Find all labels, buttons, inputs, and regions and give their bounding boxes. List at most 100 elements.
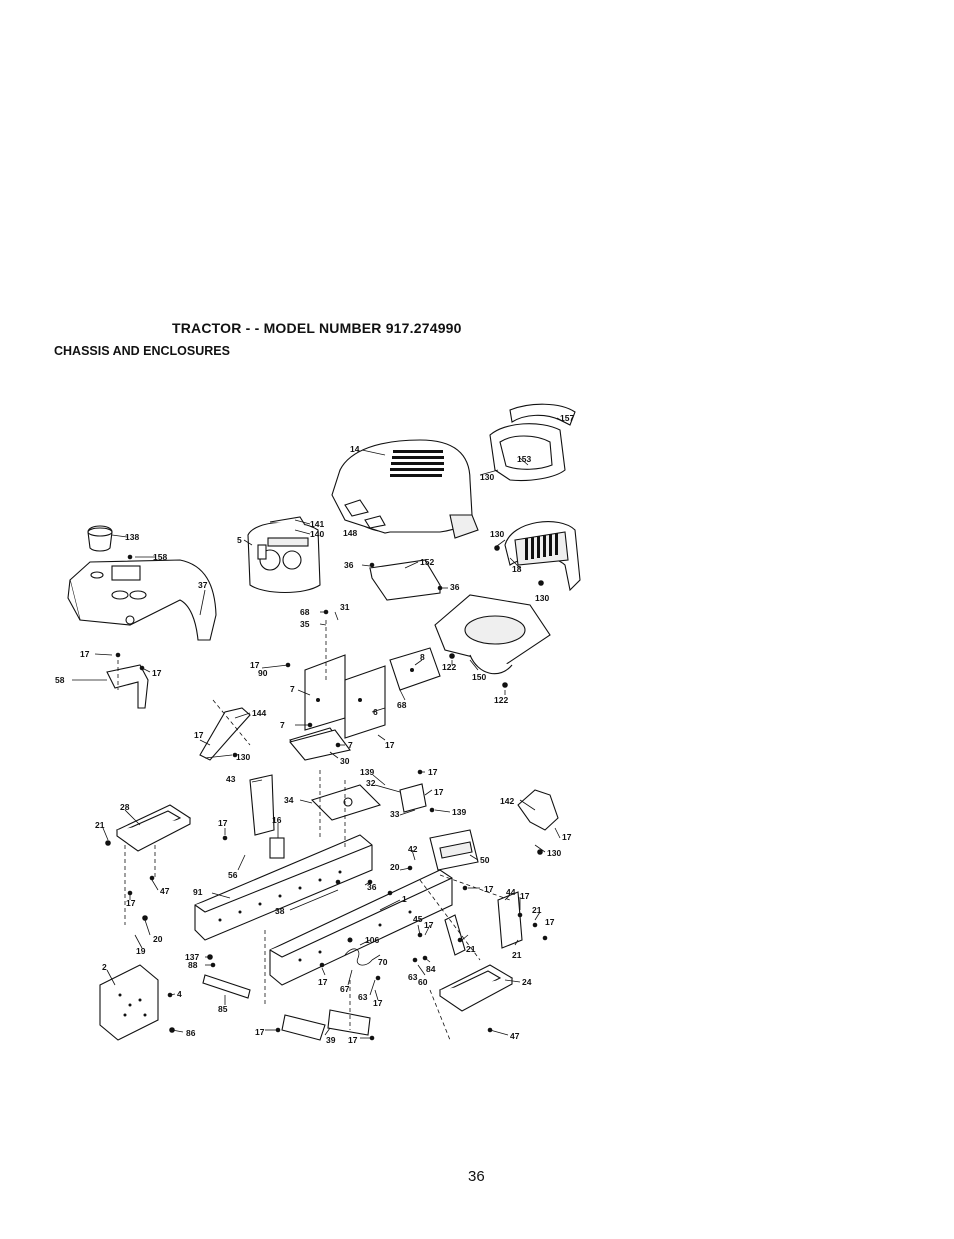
console-part [247, 516, 321, 593]
grille-part [504, 521, 581, 592]
callout-label: 6 [373, 707, 378, 717]
bar-85-part [202, 974, 251, 999]
callout-label: 85 [218, 1004, 228, 1014]
callout-label: 68 [300, 607, 310, 617]
callout-label: 86 [186, 1028, 196, 1038]
callout-label: 18 [512, 564, 522, 574]
bracket-44-part [497, 891, 523, 949]
callout-label: 17 [318, 977, 328, 987]
hood-grille-vents [390, 450, 444, 477]
callout-label: 28 [120, 802, 130, 812]
callout-label: 4 [177, 989, 182, 999]
footrest-right-part [438, 964, 514, 1012]
callout-label: 32 [366, 778, 376, 788]
fender-part [67, 559, 217, 641]
brace-144-part [199, 707, 251, 761]
callout-label: 14 [350, 444, 360, 454]
callout-label: 139 [452, 807, 466, 817]
callout-label: 20 [390, 862, 400, 872]
callout-label: 70 [378, 957, 388, 967]
page-title: TRACTOR - - MODEL NUMBER 917.274990 [172, 320, 462, 336]
frame-rail-left-part [194, 834, 373, 941]
callout-label: 17 [545, 917, 555, 927]
callout-label: 16 [272, 815, 282, 825]
callout-label: 17 [428, 767, 438, 777]
callout-label: 5 [237, 535, 242, 545]
callout-label: 17 [520, 891, 530, 901]
frame-rail-right-part [269, 869, 453, 986]
callout-label: 45 [413, 914, 423, 924]
callout-label: 36 [450, 582, 460, 592]
bracket-58-part [106, 664, 149, 709]
callout-label: 56 [228, 870, 238, 880]
callout-label: 138 [125, 532, 139, 542]
callout-label: 17 [373, 998, 383, 1008]
callout-label: 106 [365, 935, 379, 945]
callout-label: 58 [55, 675, 65, 685]
battery-tray-part [369, 559, 441, 601]
bracket-39-part [281, 1009, 371, 1041]
callout-label: 17 [80, 649, 90, 659]
callout-label: 130 [490, 529, 504, 539]
assembly-guide-lines [117, 620, 511, 1041]
callout-label: 158 [153, 552, 167, 562]
callout-label: 142 [500, 796, 514, 806]
callout-label: 17 [255, 1027, 265, 1037]
callout-label: 38 [275, 906, 285, 916]
callout-label: 122 [442, 662, 456, 672]
front-axle-bracket-part [99, 964, 159, 1041]
seat-pan-part [434, 594, 551, 675]
plate-34-part [310, 784, 382, 821]
callout-label: 24 [522, 977, 532, 987]
callout-label: 19 [136, 946, 146, 956]
callout-label: 39 [326, 1035, 336, 1045]
callout-label: 33 [390, 809, 400, 819]
callout-label: 148 [343, 528, 357, 538]
callout-label: 36 [367, 882, 377, 892]
callout-label: 42 [408, 844, 418, 854]
callout-label: 17 [484, 884, 494, 894]
callout-label: 17 [250, 660, 260, 670]
callout-labels: 157 14 153 130 138 158 141 140 5 148 130… [55, 413, 574, 1045]
callout-label: 37 [198, 580, 208, 590]
callout-label: 17 [126, 898, 136, 908]
callout-label: 50 [480, 855, 490, 865]
callout-label: 21 [95, 820, 105, 830]
bracket-16-part [269, 837, 285, 859]
callout-label: 34 [284, 795, 294, 805]
footrest-left-part [115, 804, 192, 852]
hitch-plate-50-part [429, 829, 479, 871]
callout-label: 139 [360, 767, 374, 777]
dash-panel-part [489, 403, 576, 482]
callout-label: 2 [102, 962, 107, 972]
bracket-43-part [249, 774, 275, 836]
callout-label: 17 [424, 920, 434, 930]
callout-label: 17 [434, 787, 444, 797]
callout-label: 44 [506, 887, 516, 897]
callout-label: 17 [562, 832, 572, 842]
callout-label: 63 [408, 972, 418, 982]
callout-label: 17 [194, 730, 204, 740]
callout-label: 122 [494, 695, 508, 705]
fuel-cap-part [87, 525, 113, 552]
callout-label: 84 [426, 964, 436, 974]
callout-label: 60 [418, 977, 428, 987]
callout-label: 47 [510, 1031, 520, 1041]
callout-label: 63 [358, 992, 368, 1002]
spring-70-part [344, 948, 373, 966]
callout-label: 17 [385, 740, 395, 750]
bracket-45-part [444, 914, 466, 956]
bracket-142-part [517, 789, 559, 831]
callout-label: 90 [258, 668, 268, 678]
hood-part [331, 439, 479, 539]
callout-label: 88 [188, 960, 198, 970]
callout-label: 157 [560, 413, 574, 423]
callout-label: 7 [290, 684, 295, 694]
callout-leaders [72, 417, 571, 1039]
callout-label: 152 [420, 557, 434, 567]
callout-label: 43 [226, 774, 236, 784]
plate-30-part [289, 729, 351, 761]
callout-label: 150 [472, 672, 486, 682]
callout-label: 130 [547, 848, 561, 858]
